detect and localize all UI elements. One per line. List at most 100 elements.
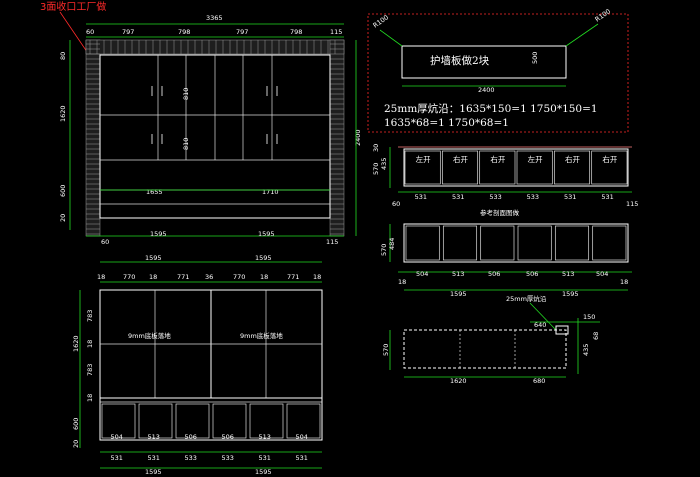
plan-left-dim: 18 bbox=[86, 340, 94, 348]
plan-left-dim: 20 bbox=[72, 440, 80, 448]
cab-left-dim: 30 bbox=[372, 144, 380, 152]
door-height-dim: 810 bbox=[182, 138, 190, 150]
plan-left-dim: 1620 bbox=[72, 335, 80, 352]
section-top-dim: 640 bbox=[534, 321, 546, 329]
elev-top-dim: 797 bbox=[236, 28, 248, 36]
cab-left-dim: 570 bbox=[372, 163, 380, 175]
shelf-dim: 504 bbox=[596, 270, 608, 278]
shelf-dim: 513 bbox=[452, 270, 464, 278]
shelf-dim: 506 bbox=[526, 270, 538, 278]
cabinet-door-label: 右开 bbox=[565, 154, 580, 164]
plan-top-total: 1595 bbox=[145, 254, 162, 262]
plan-bottom-total: 1595 bbox=[255, 468, 272, 476]
cab-bottom-dim: 531 bbox=[415, 193, 427, 201]
elev-bottom-dim: 60 bbox=[101, 238, 109, 246]
shelf-left-dim: 484 bbox=[388, 238, 396, 250]
plan-top-total: 1595 bbox=[255, 254, 272, 262]
elev-bottom-dim: 1595 bbox=[258, 230, 275, 238]
plan-left-dim: 783 bbox=[86, 310, 94, 322]
corner-radius-left: R100 bbox=[372, 13, 390, 29]
panel-title: 护墙板做2块 bbox=[430, 54, 490, 67]
elev-left-dim: 20 bbox=[59, 214, 67, 222]
shelf-dim: 18 bbox=[398, 278, 406, 286]
right-brick-wall bbox=[329, 39, 345, 237]
guard-panel-shape bbox=[401, 45, 567, 79]
cabinet-door-label: 左开 bbox=[528, 154, 543, 164]
cabinet-door-label: 右开 bbox=[490, 154, 505, 164]
plan-bottom-dim: 513 bbox=[148, 433, 160, 441]
section-left-dim: 570 bbox=[382, 344, 390, 356]
plan-left-dim: 600 bbox=[72, 418, 80, 430]
section-view: 25mm厚炕沿 640 150 570 435 68 1620 680 bbox=[382, 294, 600, 385]
plan-bottom-dim: 513 bbox=[259, 433, 271, 441]
section-bottom-dim: 680 bbox=[533, 377, 545, 385]
floor-label-left: 9mm底板落地 bbox=[128, 331, 171, 340]
elev-mid-dim-left: 1655 bbox=[146, 188, 163, 196]
cabinet-door-label: 右开 bbox=[453, 154, 468, 164]
left-brick-wall bbox=[85, 39, 101, 237]
red-dashed-border bbox=[367, 13, 629, 133]
door-height-dim: 810 bbox=[182, 88, 190, 100]
plan-top-dim: 771 bbox=[287, 273, 299, 281]
plan-bottom-dim2: 531 bbox=[148, 454, 160, 462]
shelf-total-dim: 1595 bbox=[562, 290, 579, 298]
plan-top-dim: 770 bbox=[233, 273, 245, 281]
elev-left-dim: 600 bbox=[59, 185, 67, 197]
cab-bottom-dim: 60 bbox=[392, 200, 400, 208]
plan-bottom-dim2: 533 bbox=[185, 454, 197, 462]
plan-left-dim: 783 bbox=[86, 364, 94, 376]
elev-left-dim: 1620 bbox=[59, 105, 67, 122]
plan-top-dim: 771 bbox=[177, 273, 189, 281]
shelf-left-dim: 570 bbox=[380, 244, 388, 256]
panel-height: 500 bbox=[531, 52, 539, 64]
section-caption: 25mm厚炕沿 bbox=[506, 294, 547, 303]
cab-bottom-dim: 531 bbox=[452, 193, 464, 201]
corner-radius-right: R100 bbox=[594, 7, 612, 23]
section-right-dim: 68 bbox=[592, 332, 600, 340]
shelf-dim: 513 bbox=[562, 270, 574, 278]
plan-bottom-dim: 506 bbox=[185, 433, 197, 441]
elev-top-dim: 797 bbox=[122, 28, 134, 36]
cab-left-dim: 435 bbox=[380, 158, 388, 170]
elev-left-dim: 80 bbox=[59, 52, 67, 60]
cab-bottom-dim: 533 bbox=[527, 193, 539, 201]
plan-top-dim: 36 bbox=[205, 273, 213, 281]
cabinet-door-row: 左开 右开 右开 左开 右开 右开 30 570 435 60 531 531 533 533 53… bbox=[372, 144, 638, 208]
plan-bottom-dim: 506 bbox=[222, 433, 234, 441]
section-top-dim: 150 bbox=[583, 313, 595, 321]
elev-right-height: 2400 bbox=[354, 129, 362, 146]
panel-width: 2400 bbox=[478, 86, 495, 94]
elev-top-dim: 798 bbox=[290, 28, 302, 36]
elev-top-dim: 798 bbox=[178, 28, 190, 36]
section-bottom-dim: 1620 bbox=[450, 377, 467, 385]
elev-top-dim: 60 bbox=[86, 28, 94, 36]
cab-bottom-dim: 531 bbox=[564, 193, 576, 201]
top-brick-wall bbox=[85, 39, 345, 55]
cabinet-door-label: 右开 bbox=[602, 154, 617, 164]
plan-bottom-dim2: 533 bbox=[222, 454, 234, 462]
shelf-total-dim: 1595 bbox=[450, 290, 467, 298]
cab-bottom-dim: 533 bbox=[489, 193, 501, 201]
cab-bottom-dim: 115 bbox=[626, 200, 638, 208]
shelf-dim: 18 bbox=[620, 278, 628, 286]
spec-line-2: 1635*68=1 1750*68=1 bbox=[384, 117, 509, 129]
shelf-dim: 506 bbox=[488, 270, 500, 278]
plan-top-dim: 18 bbox=[149, 273, 157, 281]
plan-bottom-dim2: 531 bbox=[111, 454, 123, 462]
spec-line-1: 25mm厚炕沿：1635*150=1 1750*150=1 bbox=[384, 102, 598, 115]
plan-top-dim: 770 bbox=[123, 273, 135, 281]
red-note: 3面收口工厂做 bbox=[40, 0, 106, 13]
ref-caption: 参考剖面图做 bbox=[480, 208, 520, 217]
shelf-dim: 504 bbox=[416, 270, 428, 278]
cabinet-door-label: 左开 bbox=[416, 154, 431, 164]
plan-left-dim: 18 bbox=[86, 394, 94, 402]
shelf-row: 570 484 18 504 513 506 506 513 504 18 1595 1595 bbox=[380, 223, 632, 298]
plan-bottom-dim2: 531 bbox=[259, 454, 271, 462]
section-right-dim: 435 bbox=[582, 344, 590, 356]
panel-detail-box: 护墙板做2块 R100 R100 2400 500 25mm厚炕沿：1635*1… bbox=[367, 7, 629, 133]
plan-bottom-dim: 504 bbox=[296, 433, 308, 441]
plan-top-dim: 18 bbox=[97, 273, 105, 281]
plan-top-dim: 18 bbox=[260, 273, 268, 281]
elev-top-dim: 115 bbox=[330, 28, 342, 36]
